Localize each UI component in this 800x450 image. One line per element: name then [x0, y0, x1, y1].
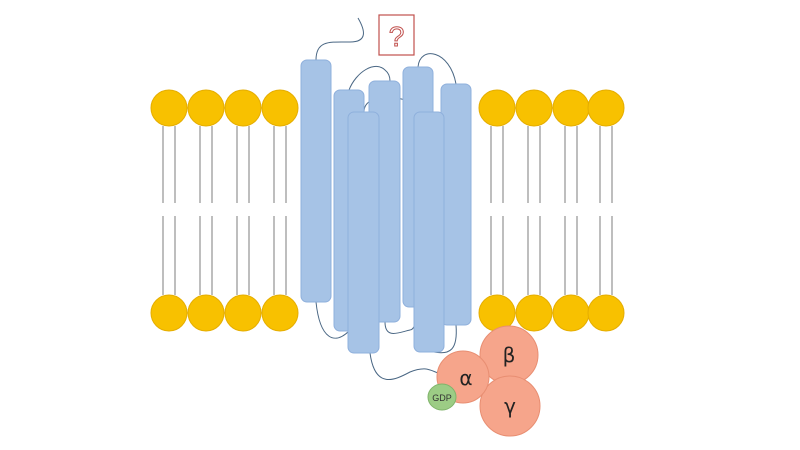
lipid-head-outer	[515, 89, 553, 127]
lipid-head-inner	[224, 294, 262, 332]
g-protein: α β γ GDP	[427, 325, 541, 437]
lipid-head-outer	[224, 89, 262, 127]
lipid-head-outer	[261, 89, 299, 127]
lipid-head-inner	[552, 294, 590, 332]
helix-4	[347, 111, 380, 354]
unknown-ligand-box: ?	[378, 14, 415, 56]
lipid-bilayer	[150, 89, 625, 332]
lipid-head-outer	[587, 89, 625, 127]
lipid-head-outer	[187, 89, 225, 127]
lipid-head-outer	[478, 89, 516, 127]
lipid-head-inner	[261, 294, 299, 332]
question-mark: ?	[389, 21, 405, 52]
alpha-label: α	[459, 366, 472, 390]
lipid-head-outer	[150, 89, 188, 127]
lipid-head-inner	[515, 294, 553, 332]
helix-6	[440, 83, 472, 326]
lipid-head-inner	[150, 294, 188, 332]
gamma-subunit	[479, 375, 541, 437]
lipid-head-outer	[552, 89, 590, 127]
beta-label: β	[503, 343, 516, 367]
helix-1	[300, 59, 332, 303]
lipid-head-inner	[587, 294, 625, 332]
gdp-molecule	[427, 383, 457, 411]
gdp-label: GDP	[432, 393, 452, 403]
lipid-head-inner	[187, 294, 225, 332]
gamma-label: γ	[504, 394, 516, 418]
helix-7	[413, 111, 445, 353]
